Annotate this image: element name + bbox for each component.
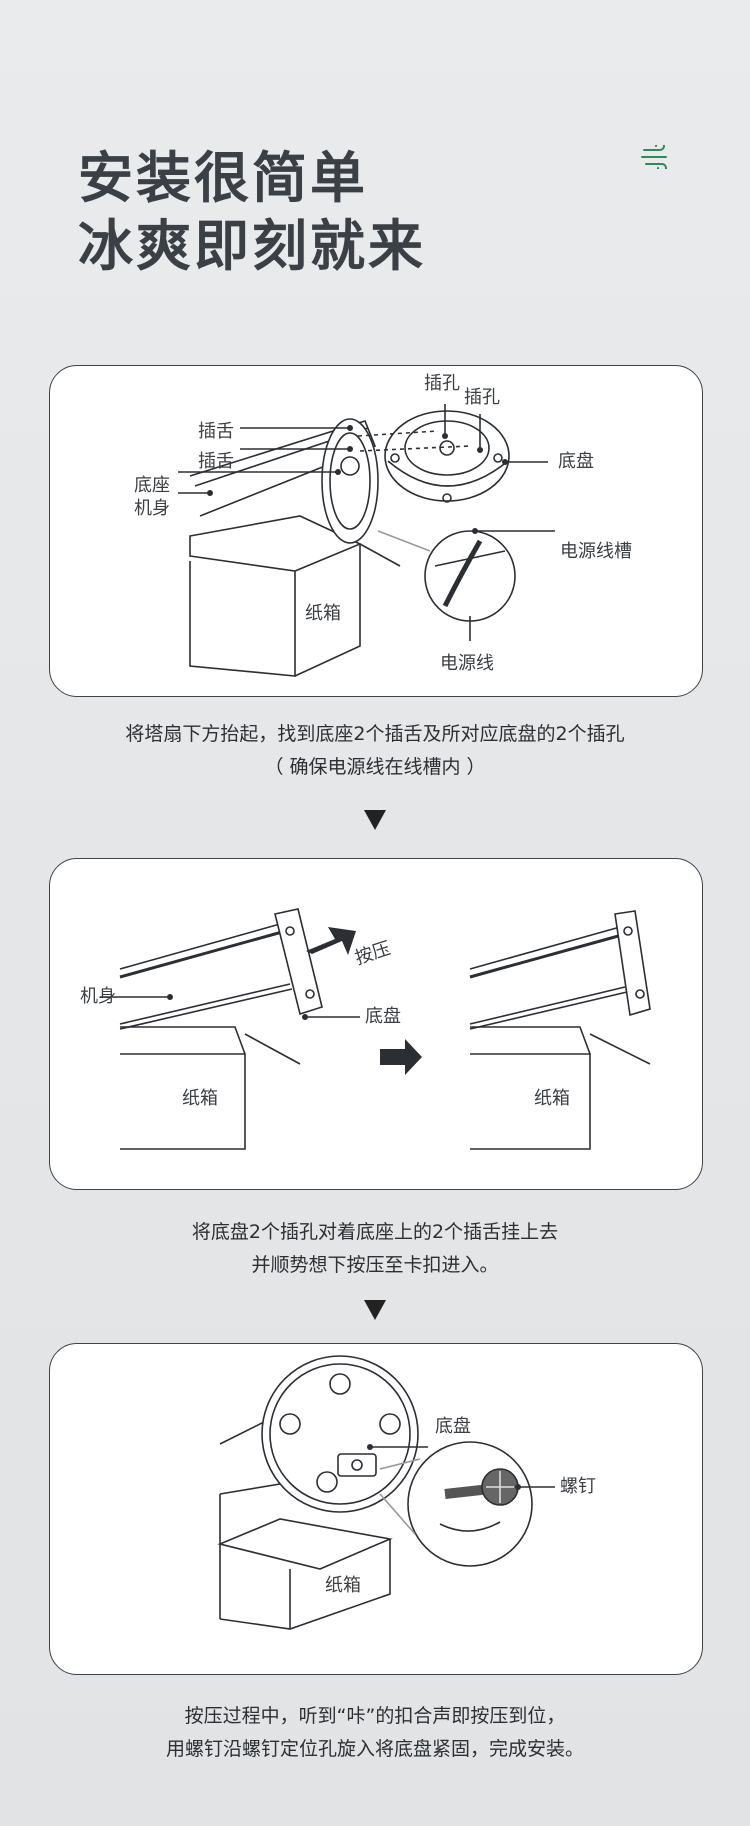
label-tongue-b: 插舌 (198, 451, 234, 472)
label-hole-b: 插孔 (464, 387, 500, 408)
label-cable: 电源线 (440, 653, 494, 674)
down-arrow-icon (364, 810, 386, 830)
label-body: 机身 (134, 498, 170, 519)
label-box: 纸箱 (305, 603, 341, 624)
step1-illustration (178, 404, 555, 677)
label-tongue-a: 插舌 (198, 421, 234, 442)
wind-icon (641, 145, 667, 169)
label-hole-a: 插孔 (424, 373, 460, 394)
label-box-right: 纸箱 (534, 1088, 570, 1109)
step2-caption-line-2: 并顺势想下按压至卡扣进入。 (251, 1254, 499, 1276)
step1-caption: 将塔扇下方抬起，找到底座2个插舌及所对应底盘的2个插孔 （ 确保电源线在线槽内 … (0, 718, 750, 784)
step3-illustration (217, 1355, 555, 1630)
step2-caption: 将底盘2个插孔对着底座上的2个插舌挂上去 并顺势想下按压至卡扣进入。 (0, 1216, 750, 1282)
page-title: 安装很简单 冰爽即刻就来 (78, 144, 426, 280)
label-body: 机身 (80, 986, 116, 1007)
step2-caption-line-1: 将底盘2个插孔对着底座上的2个插舌挂上去 (191, 1221, 559, 1243)
title-line-1: 安装很简单 (78, 146, 369, 210)
label-base-plate: 底盘 (435, 1416, 471, 1437)
step3-diagram-panel: 底盘 螺钉 纸箱 (49, 1343, 703, 1675)
step3-caption-line-2: 用螺钉沿螺钉定位孔旋入将底盘紧固，完成安装。 (165, 1738, 584, 1760)
label-base-plate: 底盘 (365, 1006, 401, 1027)
label-box: 纸箱 (325, 1575, 361, 1596)
title-line-2: 冰爽即刻就来 (78, 214, 427, 278)
label-base-plate: 底盘 (558, 451, 594, 472)
step3-caption: 按压过程中，听到“咔”的扣合声即按压到位， 用螺钉沿螺钉定位孔旋入将底盘紧固，完… (0, 1700, 750, 1766)
label-cable-groove: 电源线槽 (560, 541, 632, 562)
step1-caption-line-1: 将塔扇下方抬起，找到底座2个插舌及所对应底盘的2个插孔 (125, 723, 625, 745)
down-arrow-icon (364, 1300, 386, 1320)
step1-caption-line-2: （ 确保电源线在线槽内 ） (264, 756, 486, 778)
label-screw: 螺钉 (560, 1476, 596, 1497)
step2-illustration (100, 908, 651, 1150)
label-box-left: 纸箱 (182, 1088, 218, 1109)
step3-caption-line-1: 按压过程中，听到“咔”的扣合声即按压到位， (184, 1705, 566, 1727)
step2-diagram-panel: 机身 按压 底盘 纸箱 纸箱 (49, 858, 703, 1190)
label-base-seat: 底座 (134, 475, 170, 496)
step1-diagram-panel: 插舌 插舌 底座 机身 插孔 插孔 底盘 电源线槽 电源线 纸箱 (49, 365, 703, 697)
